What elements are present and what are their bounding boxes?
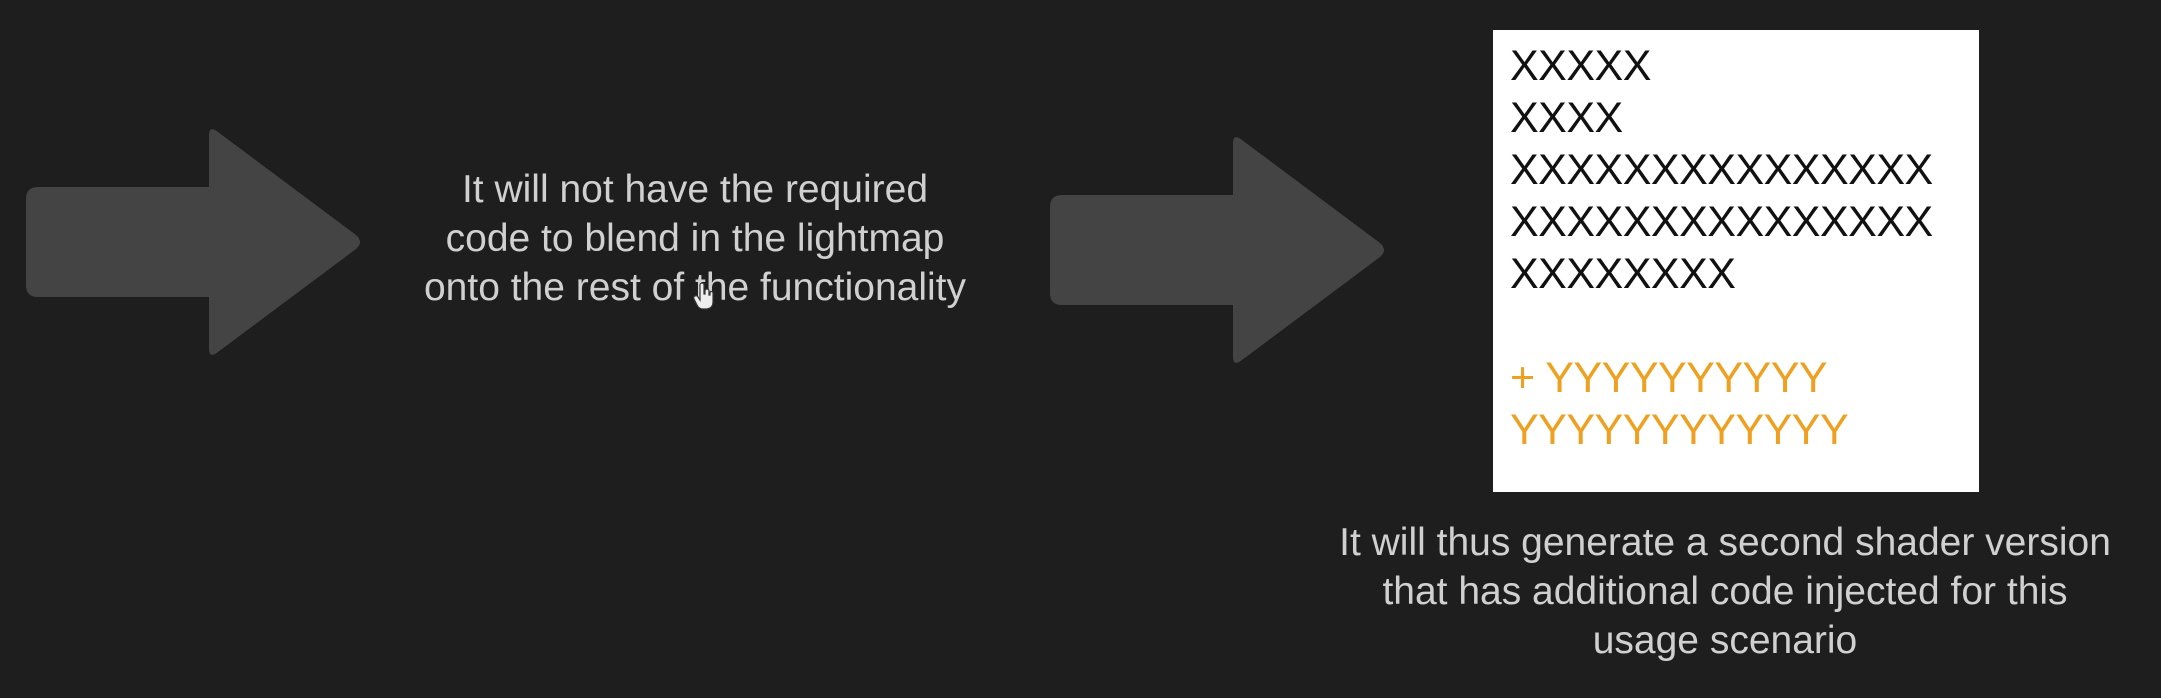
base-code-line: XXXXXXXX xyxy=(1510,250,1736,298)
base-code-line: XXXXXXXXXXXXXXX xyxy=(1510,198,1933,246)
hand-cursor-icon xyxy=(693,282,715,316)
added-code-line: + YYYYYYYYYY xyxy=(1510,354,1828,402)
caption-second-shader-version: It will thus generate a second shader ve… xyxy=(1290,518,2160,665)
code-spacer xyxy=(1510,300,1979,352)
caption-line: that has additional code injected for th… xyxy=(1382,570,2068,613)
caption-no-lightmap-code: It will not have the required code to bl… xyxy=(380,165,1010,312)
base-code-line: XXXX xyxy=(1510,94,1623,142)
caption-line: It will thus generate a second shader ve… xyxy=(1339,521,2111,564)
base-code-line: XXXXX xyxy=(1510,42,1651,90)
caption-line: usage scenario xyxy=(1592,619,1858,662)
shader-code-card: XXXXX XXXX XXXXXXXXXXXXXXX XXXXXXXXXXXXX… xyxy=(1493,30,1979,492)
caption-line: It will not have the required xyxy=(461,168,929,211)
added-code-line: YYYYYYYYYYYY xyxy=(1510,406,1849,454)
base-code-line: XXXXXXXXXXXXXXX xyxy=(1510,146,1933,194)
right-arrow-icon xyxy=(26,125,366,365)
right-arrow-icon xyxy=(1050,133,1390,373)
caption-line: code to blend in the lightmap xyxy=(445,217,945,260)
